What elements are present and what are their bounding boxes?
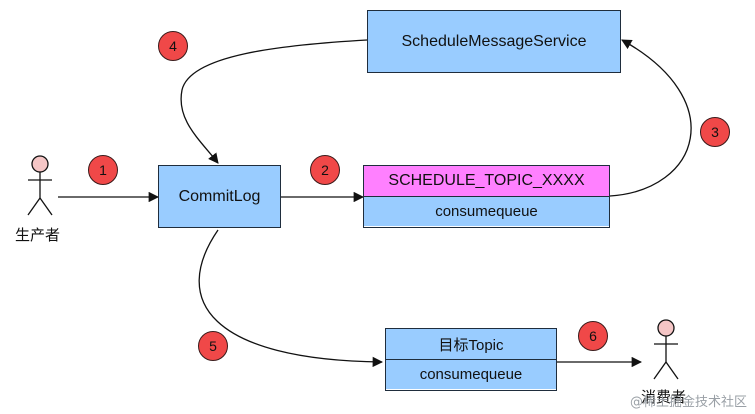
arrow-service-to-commitlog bbox=[180, 39, 368, 164]
step-badge-4: 4 bbox=[158, 31, 188, 61]
schedule-topic-box: SCHEDULE_TOPIC_XXXX consumequeue bbox=[363, 165, 610, 228]
step-badge-3: 3 bbox=[700, 117, 730, 147]
schedule-service-label: ScheduleMessageService bbox=[401, 32, 587, 50]
target-topic-header: 目标Topic bbox=[386, 329, 556, 360]
consumer-figure bbox=[653, 319, 679, 380]
target-topic-box: 目标Topic consumequeue bbox=[385, 328, 557, 391]
producer-figure bbox=[27, 155, 53, 216]
arrow-queue-to-service bbox=[609, 39, 692, 197]
step-badge-1: 1 bbox=[88, 155, 118, 185]
step-badge-2: 2 bbox=[310, 155, 340, 185]
commitlog-box: CommitLog bbox=[158, 165, 281, 228]
schedule-queue-label: consumequeue bbox=[364, 197, 609, 226]
arrow-commitlog-to-target-topic bbox=[198, 229, 384, 368]
target-queue-label: consumequeue bbox=[386, 360, 556, 389]
watermark: @稀土掘金技术社区 bbox=[629, 395, 747, 410]
step-badge-5: 5 bbox=[198, 331, 228, 361]
schedule-service-box: ScheduleMessageService bbox=[367, 10, 621, 73]
step-badge-6: 6 bbox=[578, 321, 608, 351]
schedule-topic-header: SCHEDULE_TOPIC_XXXX bbox=[364, 166, 609, 197]
commitlog-label: CommitLog bbox=[178, 187, 261, 205]
consumer-label: 消费者 bbox=[641, 388, 687, 406]
producer-label: 生产者 bbox=[15, 226, 61, 244]
